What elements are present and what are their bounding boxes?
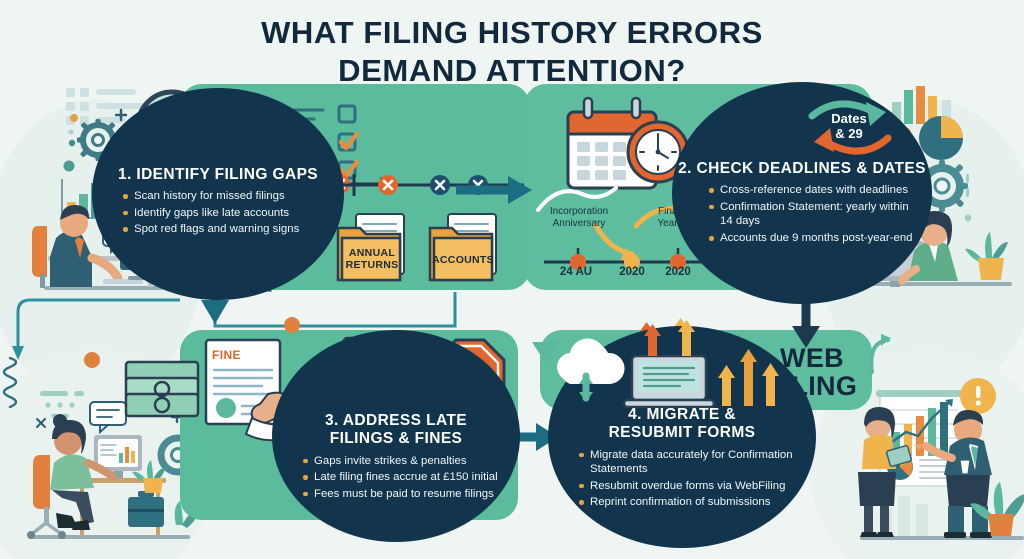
- clock-icon: [626, 120, 690, 184]
- step-2-bullets: Cross-reference dates with deadlines Con…: [708, 183, 924, 245]
- step-2-content: 2. CHECK DEADLINES & DATES Cross-referen…: [674, 160, 930, 248]
- document-folders-group: [336, 213, 497, 282]
- step-2-bullet-2: Accounts due 9 months post-year-end: [708, 231, 924, 246]
- step-3-content: 3. ADDRESS LATE FILINGS & FINES Gaps inv…: [278, 412, 514, 503]
- step-4-bullet-1: Resubmit overdue forms via WebFiling: [578, 479, 800, 494]
- step-1-bullet-2: Spot red flags and warning signs: [122, 222, 328, 237]
- step-4-bullet-0: Migrate data accurately for Confirmation…: [578, 448, 800, 477]
- step-3-bullet-1: Late filing fines accrue at £150 initial: [302, 470, 506, 485]
- folder-label-annual-returns: ANNUAL RETURNS: [336, 247, 408, 272]
- step-2-circle: [672, 82, 932, 304]
- money-stack-icon: [124, 360, 200, 418]
- return-arrow-icon: [869, 334, 891, 374]
- check-chevron-icon: [532, 342, 560, 364]
- timeline-label-incorporation: Incorporation Anniversary: [532, 206, 626, 230]
- timeline-date-2: 2020: [665, 266, 691, 278]
- timeline-date-1: 2020: [619, 266, 645, 278]
- folder-label-accounts: ACCOUNTS: [424, 254, 502, 267]
- illustration-presentation-team: [858, 378, 1024, 540]
- step-3-circle: [272, 330, 520, 542]
- laptop-icon: [622, 354, 716, 409]
- step-2-title: 2. CHECK DEADLINES & DATES: [678, 160, 926, 177]
- step-2-bullet-0: Cross-reference dates with deadlines: [708, 183, 924, 198]
- page-title: WHAT FILING HISTORY ERRORS DEMAND ATTENT…: [0, 14, 1024, 90]
- fine-notice-left: [204, 338, 295, 442]
- folder-accounts: [428, 213, 497, 282]
- calendar-clock-group: [566, 96, 690, 190]
- step-1-bullet-0: Scan history for missed filings: [122, 189, 328, 204]
- dates-cycle-line2: & 29: [835, 125, 863, 141]
- decorative-swoosh: [536, 186, 618, 212]
- dates-cycle-arrows-icon: [808, 100, 892, 155]
- timeline-label-line1: Incorporation: [549, 206, 609, 217]
- step-1-bullets: Scan history for missed filings Identify…: [122, 189, 328, 237]
- step-4-icon-overlay: [561, 320, 779, 409]
- fine-label-left: FINE: [212, 348, 241, 362]
- step-3-title-line2: FILINGS & FINES: [329, 430, 463, 448]
- folder-label-line1: ANNUAL: [348, 247, 396, 259]
- step-4-bullet-2: Reprint confirmation of submissions: [578, 495, 800, 510]
- page-title-line1: WHAT FILING HISTORY ERRORS: [261, 15, 763, 50]
- step-4-title: 4. MIGRATE & RESUBMIT FORMS: [554, 406, 810, 443]
- folder-label-line2: RETURNS: [345, 258, 399, 271]
- illustration-woman-at-desk: [862, 86, 1012, 287]
- web-filing-line1: WEB: [780, 343, 844, 373]
- step-4-title-line2: RESUBMIT FORMS: [608, 424, 756, 442]
- step-3-bullet-0: Gaps invite strikes & penalties: [302, 454, 506, 469]
- step-2-bullet-1: Confirmation Statement: yearly within 14…: [708, 200, 924, 229]
- step-3-title-line1: 3. ADDRESS LATE: [324, 412, 468, 429]
- timeline-date-0: 24 AU: [559, 266, 593, 278]
- dates-cycle-line1: Dates: [831, 111, 867, 126]
- folder-label-line1: ACCOUNTS: [432, 254, 494, 266]
- decorative-spiral: [2, 356, 18, 409]
- step-1-content: 1. IDENTIFY FILING GAPS Scan history for…: [100, 166, 336, 239]
- timeline-label-line2: Anniversary: [552, 218, 606, 229]
- step-1-bullet-1: Identify gaps like late accounts: [122, 206, 328, 221]
- step-1-circle: [92, 88, 344, 300]
- step-4-bullets: Migrate data accurately for Confirmation…: [578, 448, 800, 510]
- step-1-title: 1. IDENTIFY FILING GAPS: [117, 166, 319, 183]
- step-3-bullets: Gaps invite strikes & penalties Late fil…: [302, 454, 506, 502]
- step-4-title-line1: 4. MIGRATE &: [628, 406, 736, 423]
- page-title-line2: DEMAND ATTENTION?: [338, 52, 686, 88]
- dates-cycle-label: Dates & 29: [806, 111, 892, 141]
- step-3-title: 3. ADDRESS LATE FILINGS & FINES: [278, 412, 514, 449]
- step-4-content: 4. MIGRATE & RESUBMIT FORMS Migrate data…: [554, 406, 810, 512]
- cloud-upload-icon: [561, 342, 625, 402]
- step-3-bullet-2: Fees must be paid to resume filings: [302, 487, 506, 502]
- folder-annual-returns: [336, 213, 405, 282]
